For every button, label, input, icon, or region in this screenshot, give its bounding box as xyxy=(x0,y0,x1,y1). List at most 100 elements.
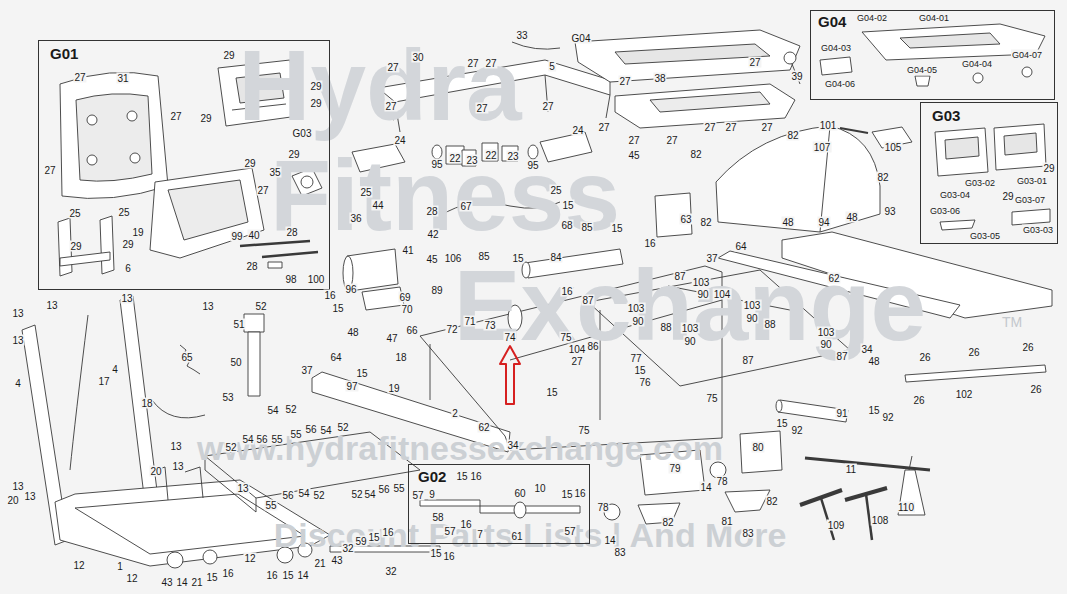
callout-number: 56 xyxy=(255,434,268,445)
g04-console xyxy=(862,24,1045,60)
callout-number: 13 xyxy=(201,301,214,312)
callout-number: 48 xyxy=(845,212,858,223)
callout-number: 107 xyxy=(813,142,832,153)
callout-number: 99 xyxy=(230,231,243,242)
callout-number: 32 xyxy=(341,543,354,554)
callout-number: 15 xyxy=(455,471,468,482)
hood-parts xyxy=(840,128,868,133)
callout-number: 48 xyxy=(781,217,794,228)
callout-number: 15 xyxy=(610,223,623,234)
callout-number: 16 xyxy=(459,519,472,530)
callout-number: 23 xyxy=(506,151,519,162)
callout-number: 16 xyxy=(381,527,394,538)
callout-number: 13 xyxy=(11,335,24,346)
callout-number: 54 xyxy=(297,488,310,499)
callout-number: 75 xyxy=(559,332,572,343)
incline-motor xyxy=(248,332,260,396)
callout-number: 21 xyxy=(313,558,326,569)
callout-number: 33 xyxy=(515,30,528,41)
callout-number: 29 xyxy=(309,81,322,92)
callout-number: 13 xyxy=(171,461,184,472)
callout-number: 14 xyxy=(296,570,309,581)
callout-number: 36 xyxy=(349,213,362,224)
callout-number: 16 xyxy=(442,551,455,562)
callout-number: 71 xyxy=(463,316,476,327)
callout-number: 55 xyxy=(264,500,277,511)
callout-number: 80 xyxy=(751,442,764,453)
callout-number: 51 xyxy=(232,319,245,330)
callout-number: 57 xyxy=(563,526,576,537)
callout-number: 75 xyxy=(705,393,718,404)
callout-number: 104 xyxy=(713,289,732,300)
callout-number: 26 xyxy=(918,352,931,363)
callout-number: 103 xyxy=(627,303,646,314)
callout-number: 78 xyxy=(596,502,609,513)
incline-motor xyxy=(180,345,200,374)
callout-number: 97 xyxy=(345,381,358,392)
callout-number: 88 xyxy=(763,319,776,330)
console-frame xyxy=(87,155,97,165)
callout-number: 53 xyxy=(221,392,234,403)
callout-number: 100 xyxy=(307,274,326,285)
callout-number: 58 xyxy=(431,512,444,523)
side-rail xyxy=(312,251,960,452)
callout-number: 90 xyxy=(819,339,832,350)
callout-number: 47 xyxy=(385,333,398,344)
callout-number: 76 xyxy=(638,377,651,388)
callout-number: 35 xyxy=(268,167,281,178)
callout-number: 28 xyxy=(425,206,438,217)
callout-number: 27 xyxy=(665,135,678,146)
callout-number: 52 xyxy=(312,490,325,501)
console-bottom xyxy=(650,92,770,112)
part-code: G03-02 xyxy=(964,178,996,189)
callout-number: 16 xyxy=(221,568,234,579)
callout-number: 87 xyxy=(835,351,848,362)
callout-number: 95 xyxy=(430,159,443,170)
callout-number: 29 xyxy=(287,149,300,160)
g04-console xyxy=(1022,67,1032,77)
callout-number: 82 xyxy=(699,217,712,228)
callout-number: 92 xyxy=(790,425,803,436)
group-box: G03 xyxy=(920,102,1058,244)
callout-number: 27 xyxy=(570,356,583,367)
callout-number: 15 xyxy=(775,418,788,429)
upright-brackets xyxy=(58,216,114,276)
callout-number: 82 xyxy=(876,172,889,183)
base-frame xyxy=(167,552,183,568)
callout-number: 10 xyxy=(533,483,546,494)
callout-number: 52 xyxy=(350,489,363,500)
callout-number: 41 xyxy=(401,245,414,256)
callout-number: 74 xyxy=(503,332,516,343)
callout-number: 13 xyxy=(236,483,249,494)
motor-hood xyxy=(716,126,880,232)
callout-number: 34 xyxy=(506,440,519,451)
g04-console xyxy=(973,73,983,83)
callout-number: 90 xyxy=(631,316,644,327)
incline-motor xyxy=(244,314,264,332)
part-code: G04-04 xyxy=(961,59,993,70)
callout-number: 18 xyxy=(394,352,407,363)
callout-number: 70 xyxy=(400,304,413,315)
callout-number: 20 xyxy=(6,495,19,506)
callout-number: 26 xyxy=(912,395,925,406)
callout-number: 94 xyxy=(817,217,830,228)
base-frame xyxy=(203,550,217,564)
callout-number: 103 xyxy=(681,323,700,334)
callout-number: 63 xyxy=(679,214,692,225)
callout-number: 86 xyxy=(586,341,599,352)
callout-number: 54 xyxy=(319,425,332,436)
bolts xyxy=(262,252,318,257)
callout-number: 19 xyxy=(131,227,144,238)
callout-number: 37 xyxy=(300,365,313,376)
console-top xyxy=(615,44,770,64)
callout-number: 4 xyxy=(111,364,119,375)
callout-number: 103 xyxy=(692,277,711,288)
callout-number: 102 xyxy=(955,389,974,400)
callout-number: 83 xyxy=(613,547,626,558)
callout-number: 27 xyxy=(169,111,182,122)
callout-number: 52 xyxy=(254,301,267,312)
g04-console xyxy=(820,24,1045,86)
callout-number: 29 xyxy=(222,50,235,61)
callout-number: 68 xyxy=(560,220,573,231)
console-frame xyxy=(130,153,140,163)
